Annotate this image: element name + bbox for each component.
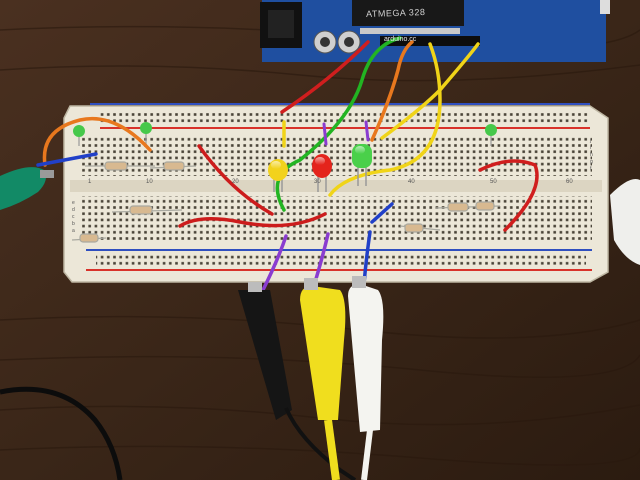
row-letter: j bbox=[590, 138, 592, 144]
wire-red-bottom bbox=[178, 212, 327, 228]
green-probe bbox=[0, 167, 54, 210]
resistor bbox=[435, 201, 501, 212]
resistor bbox=[399, 223, 441, 233]
wire-blue-mid bbox=[370, 202, 394, 224]
pin-header bbox=[380, 36, 480, 46]
led-green bbox=[352, 144, 372, 186]
wire-purple-2 bbox=[364, 120, 370, 142]
column-number: 30 bbox=[314, 179, 321, 185]
row-letter: e bbox=[72, 200, 75, 206]
column-number: 20 bbox=[232, 179, 239, 185]
row-letter: f bbox=[590, 166, 592, 172]
wire-purple-1 bbox=[322, 122, 328, 146]
led-yellow bbox=[268, 159, 288, 192]
row-letter: i bbox=[590, 145, 592, 151]
row-letters-bottom: e d c b a bbox=[72, 200, 80, 235]
small-led-right bbox=[485, 124, 497, 146]
column-number: 60 bbox=[566, 179, 573, 185]
resistor bbox=[85, 161, 155, 171]
led-red bbox=[312, 154, 332, 192]
wire-orange-left bbox=[42, 116, 152, 167]
wire-purple-lead-1 bbox=[260, 234, 288, 294]
resistor bbox=[111, 205, 183, 215]
row-letter: c bbox=[72, 214, 75, 220]
wire-yellow-diagonal bbox=[380, 42, 480, 140]
row-letters-top: j i h g f bbox=[590, 138, 598, 173]
atmega-chip bbox=[352, 0, 464, 26]
wire-blue-left bbox=[36, 152, 98, 167]
wire-red-short bbox=[197, 144, 274, 216]
small-led-left-1 bbox=[73, 125, 85, 146]
arduino-board bbox=[260, 0, 610, 62]
brand-label: arduino.cc bbox=[384, 36, 417, 43]
wire-red-right bbox=[478, 159, 539, 232]
column-number: 10 bbox=[146, 179, 153, 185]
black-cable bbox=[0, 386, 123, 480]
row-letter: h bbox=[590, 152, 593, 158]
column-number: 1 bbox=[88, 179, 92, 185]
column-number: 40 bbox=[408, 179, 415, 185]
row-letter: b bbox=[72, 221, 75, 227]
paper-scrap bbox=[610, 179, 640, 265]
column-number: 50 bbox=[490, 179, 497, 185]
small-led-left-2 bbox=[140, 122, 152, 144]
wire-red-long bbox=[280, 40, 370, 114]
clip-white bbox=[348, 276, 384, 480]
wire-yellow-top bbox=[328, 42, 442, 197]
clip-black bbox=[238, 282, 357, 480]
clip-yellow bbox=[300, 278, 346, 480]
row-letter: a bbox=[72, 228, 75, 234]
resistor bbox=[149, 161, 197, 171]
resistors bbox=[71, 161, 501, 243]
wire-orange-top bbox=[370, 40, 414, 142]
chip-label: ATMEGA 328 bbox=[365, 6, 426, 20]
row-letter: g bbox=[590, 159, 593, 165]
row-letter: d bbox=[72, 207, 75, 213]
resistor bbox=[71, 233, 107, 243]
